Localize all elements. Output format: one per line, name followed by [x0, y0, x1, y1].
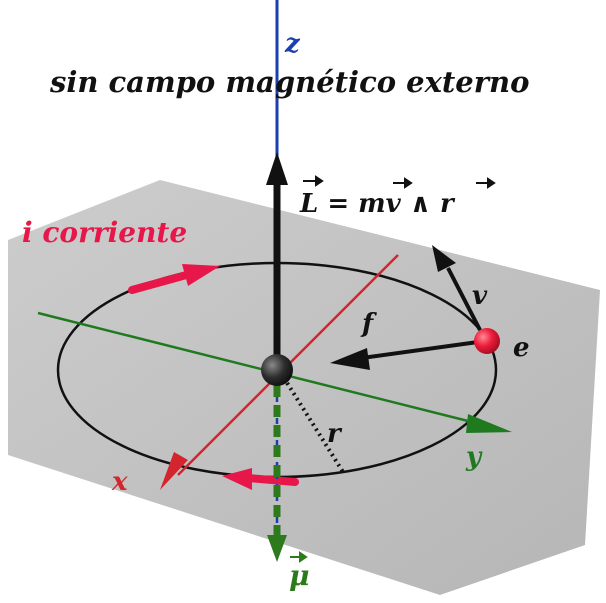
electron-label: e: [513, 333, 530, 363]
velocity-label: v: [472, 281, 488, 311]
current-label: i corriente: [22, 216, 187, 249]
angular-momentum-label: L = mv ∧ r: [299, 189, 456, 219]
nucleus: [261, 354, 293, 386]
vector-arrow-accents: [303, 175, 496, 189]
current-arrow-top: [128, 264, 220, 294]
velocity-arrowhead: [432, 245, 456, 272]
y-axis: [37, 311, 481, 426]
radius-label: r: [327, 419, 343, 449]
current-arrow-bottom: [222, 468, 299, 490]
x-axis-arrowhead: [160, 452, 188, 490]
force-arrowhead: [330, 348, 370, 370]
y-axis-label: y: [465, 442, 483, 472]
radius-line: [282, 376, 345, 474]
electron: [474, 328, 500, 354]
diagram-title: sin campo magnético externo: [49, 65, 529, 99]
mu-vector-accent: [290, 551, 308, 563]
z-axis-label: z: [284, 29, 301, 59]
velocity-vector: [446, 267, 482, 331]
angular-momentum-arrowhead: [266, 152, 288, 185]
y-axis-arrowhead: [466, 414, 512, 433]
force-label: f: [360, 309, 377, 339]
force-vector: [361, 340, 479, 360]
x-axis-label: x: [111, 467, 128, 497]
magnetic-moment-arrowhead: [267, 535, 287, 562]
magnetic-moment-label: μ: [289, 559, 310, 592]
